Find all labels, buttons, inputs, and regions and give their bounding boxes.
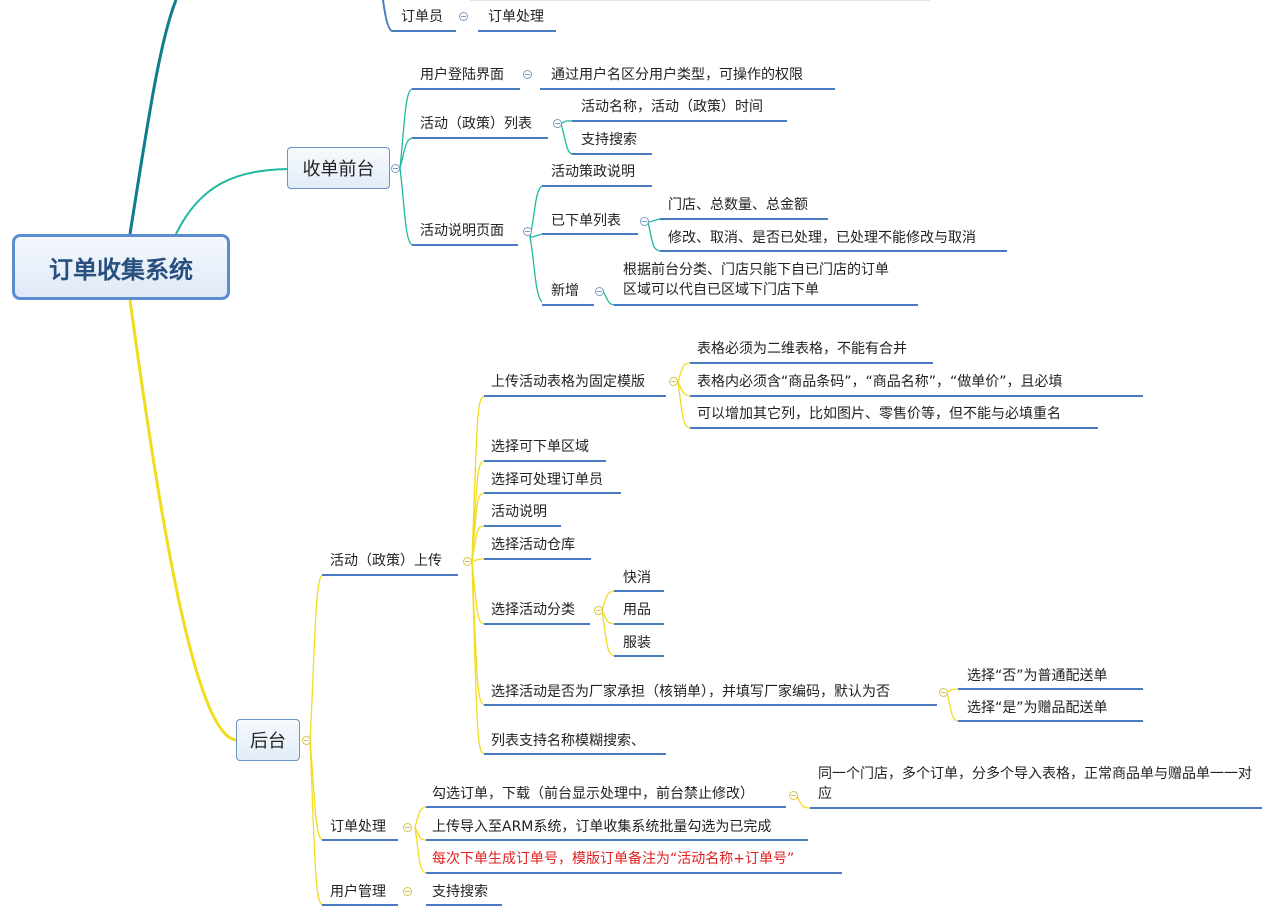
node-fuzzy-search[interactable]: 列表支持名称模糊搜索、 (491, 733, 645, 749)
node-user-mgmt[interactable]: 用户管理 (330, 884, 386, 900)
main-node-back[interactable]: 后台 (236, 719, 300, 761)
node-vendor-yes[interactable]: 选择“是”为赠品配送单 (967, 700, 1108, 716)
branch-front (175, 168, 288, 235)
collapse-toggle-icon[interactable] (640, 217, 649, 226)
collapse-toggle-icon[interactable] (594, 606, 603, 615)
node-tpl-rule-2[interactable]: 表格内必须含“商品条码”，“商品名称”，“做单价”，且必填 (697, 374, 1063, 390)
collapse-toggle-icon[interactable] (595, 287, 604, 296)
collapse-toggle-icon[interactable] (789, 791, 798, 800)
node-select-category[interactable]: 选择活动分类 (491, 602, 575, 618)
node-policy-desc[interactable]: 活动策政说明 (551, 164, 635, 180)
node-cat-3[interactable]: 服装 (623, 635, 651, 651)
node-order-process-top[interactable]: 订单处理 (488, 9, 544, 25)
node-activity-name-time[interactable]: 活动名称，活动（政策）时间 (581, 99, 763, 115)
node-new-rule-2[interactable]: 区域可以代自已区域下门店下单 (623, 282, 819, 298)
node-template[interactable]: 上传活动表格为固定模版 (491, 374, 645, 390)
root-node[interactable]: 订单收集系统 (12, 234, 230, 300)
collapse-toggle-icon[interactable] (939, 688, 948, 697)
node-download[interactable]: 勾选订单，下载（前台显示处理中，前台禁止修改） (432, 786, 754, 802)
node-tpl-rule-1[interactable]: 表格必须为二维表格，不能有合并 (697, 341, 907, 357)
collapse-toggle-icon[interactable] (553, 119, 562, 128)
node-vendor[interactable]: 选择活动是否为厂家承担（核销单），并填写厂家编码，默认为否 (491, 684, 890, 700)
node-order-staff[interactable]: 订单员 (401, 9, 443, 25)
node-tpl-rule-3[interactable]: 可以增加其它列，比如图片、零售价等，但不能与必填重名 (697, 406, 1061, 422)
branch-back (128, 299, 237, 742)
node-cat-2[interactable]: 用品 (623, 602, 651, 618)
node-vendor-no[interactable]: 选择“否”为普通配送单 (967, 668, 1108, 684)
node-ordered-list[interactable]: 已下单列表 (551, 213, 621, 229)
node-store-total[interactable]: 门店、总数量、总金额 (668, 197, 808, 213)
node-user-search[interactable]: 支持搜索 (432, 884, 488, 900)
collapse-toggle-icon[interactable] (523, 70, 532, 79)
node-upload-arm[interactable]: 上传导入至ARM系统，订单收集系统批量勾选为已完成 (432, 819, 772, 835)
node-split-rule[interactable]: 同一个门店，多个订单，分多个导入表格，正常商品单与赠品单一一对应 (818, 766, 1252, 802)
collapse-toggle-icon[interactable] (403, 823, 412, 832)
main-node-front[interactable]: 收单前台 (287, 147, 390, 189)
node-new-rule-1[interactable]: 根据前台分类、门店只能下自已门店的订单 (623, 262, 889, 278)
node-select-warehouse[interactable]: 选择活动仓库 (491, 537, 575, 553)
collapse-toggle-icon[interactable] (403, 887, 412, 896)
node-upload[interactable]: 活动（政策）上传 (330, 553, 442, 569)
node-cat-1[interactable]: 快消 (623, 570, 651, 586)
collapse-toggle-icon[interactable] (523, 227, 532, 236)
node-select-region[interactable]: 选择可下单区域 (491, 439, 589, 455)
node-order-process[interactable]: 订单处理 (330, 819, 386, 835)
node-login[interactable]: 用户登陆界面 (420, 67, 504, 83)
branch-top (128, 0, 178, 235)
collapse-toggle-icon[interactable] (669, 377, 678, 386)
node-activity-desc[interactable]: 活动说明 (491, 504, 547, 520)
node-order-no[interactable]: 每次下单生成订单号，模版订单备注为“活动名称+订单号” (432, 851, 795, 867)
collapse-toggle-icon[interactable] (391, 164, 400, 173)
node-activity-page[interactable]: 活动说明页面 (420, 223, 504, 239)
node-new-add[interactable]: 新增 (551, 283, 579, 299)
collapse-toggle-icon[interactable] (302, 736, 311, 745)
node-activity-list[interactable]: 活动（政策）列表 (420, 116, 532, 132)
node-login-desc[interactable]: 通过用户名区分用户类型，可操作的权限 (551, 67, 803, 83)
collapse-toggle-icon[interactable] (463, 557, 472, 566)
node-support-search[interactable]: 支持搜索 (581, 132, 637, 148)
collapse-toggle-icon[interactable] (459, 12, 468, 21)
node-select-staff[interactable]: 选择可处理订单员 (491, 472, 603, 488)
node-modify-cancel[interactable]: 修改、取消、是否已处理，已处理不能修改与取消 (668, 230, 976, 246)
